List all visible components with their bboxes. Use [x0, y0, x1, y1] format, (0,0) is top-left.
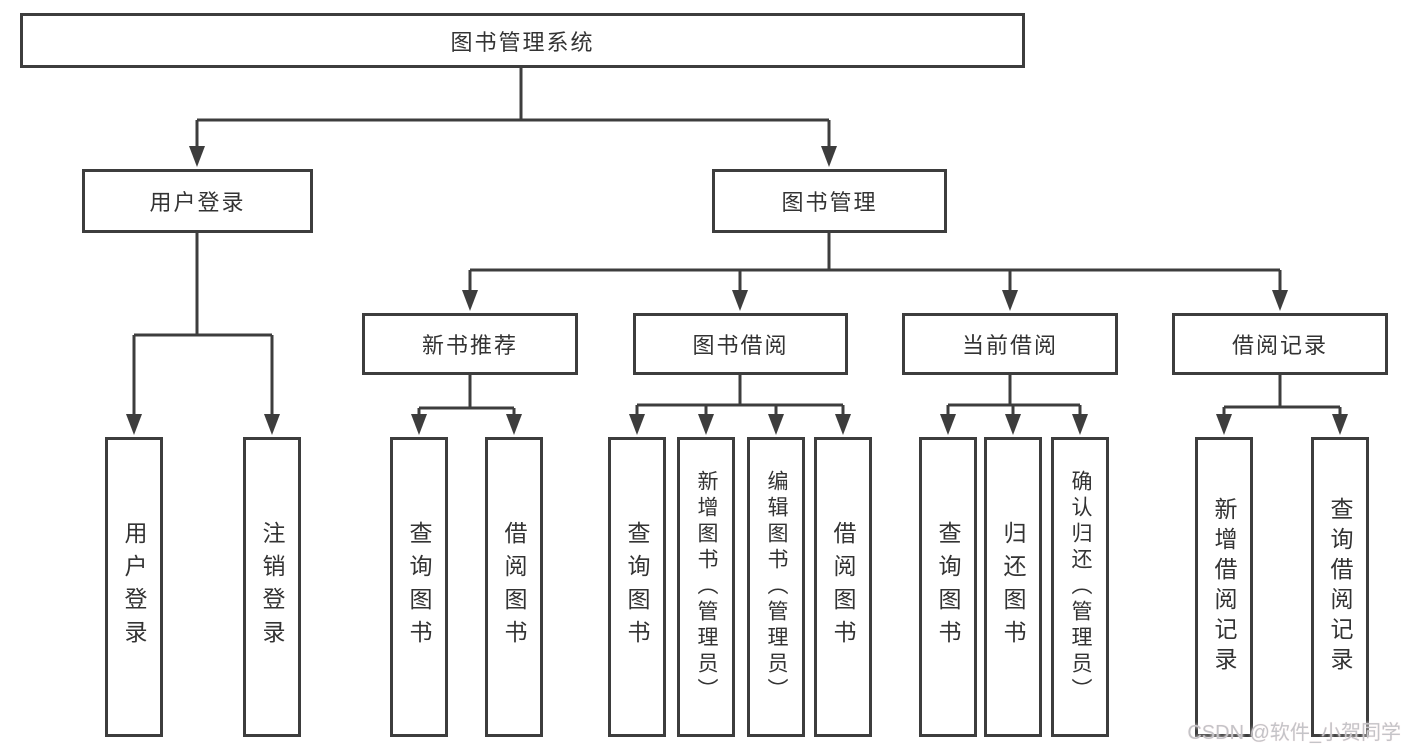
- leaf-borrow-books-recommend: 借阅图书: [485, 437, 543, 737]
- csdn-watermark: CSDN @软件_小贺同学: [1187, 722, 1401, 744]
- node-borrow-records: 借阅记录: [1172, 313, 1388, 375]
- leaf-add-borrow-record: 新增借阅记录: [1195, 437, 1253, 737]
- leaf-borrow-books-recommend-label: 借阅图书: [501, 521, 527, 653]
- leaf-add-book-admin: 新增图书（管理员）: [677, 437, 735, 737]
- leaf-confirm-return-admin-label: 确认归还（管理员）: [1069, 470, 1092, 704]
- leaf-logout-label: 注销登录: [259, 521, 285, 653]
- leaf-query-books-borrow: 查询图书: [608, 437, 666, 737]
- leaf-edit-book-admin: 编辑图书（管理员）: [747, 437, 805, 737]
- node-new-book-recommend-label: 新书推荐: [421, 333, 518, 358]
- node-library-system-label: 图书管理系统: [450, 29, 595, 55]
- node-current-borrow-label: 当前借阅: [961, 333, 1058, 358]
- node-book-management-label: 图书管理: [781, 190, 878, 215]
- node-user-login: 用户登录: [82, 169, 313, 233]
- leaf-return-book: 归还图书: [984, 437, 1042, 737]
- leaf-query-books-recommend-label: 查询图书: [406, 521, 432, 653]
- leaf-query-books-current-label: 查询图书: [935, 521, 961, 653]
- node-book-borrow-label: 图书借阅: [692, 333, 789, 358]
- leaf-query-books-recommend: 查询图书: [390, 437, 448, 737]
- leaf-return-book-label: 归还图书: [1000, 521, 1026, 653]
- leaf-query-borrow-record: 查询借阅记录: [1311, 437, 1369, 737]
- leaf-borrow-books: 借阅图书: [814, 437, 872, 737]
- arrowheads: [126, 146, 1348, 435]
- node-user-login-label: 用户登录: [149, 190, 246, 215]
- node-current-borrow: 当前借阅: [902, 313, 1118, 375]
- leaf-user-login: 用户登录: [105, 437, 163, 737]
- leaf-user-login-label: 用户登录: [121, 521, 147, 653]
- leaf-query-borrow-record-label: 查询借阅记录: [1327, 497, 1353, 677]
- leaf-query-books-current: 查询图书: [919, 437, 977, 737]
- node-book-borrow: 图书借阅: [633, 313, 848, 375]
- leaf-logout: 注销登录: [243, 437, 301, 737]
- node-book-management: 图书管理: [712, 169, 947, 233]
- leaf-add-book-admin-label: 新增图书（管理员）: [695, 470, 718, 704]
- leaf-confirm-return-admin: 确认归还（管理员）: [1051, 437, 1109, 737]
- leaf-edit-book-admin-label: 编辑图书（管理员）: [765, 470, 788, 704]
- leaf-query-books-borrow-label: 查询图书: [624, 521, 650, 653]
- leaf-borrow-books-label: 借阅图书: [830, 521, 856, 653]
- node-library-system: 图书管理系统: [20, 13, 1025, 68]
- node-borrow-records-label: 借阅记录: [1231, 333, 1328, 358]
- leaf-add-borrow-record-label: 新增借阅记录: [1211, 497, 1237, 677]
- node-new-book-recommend: 新书推荐: [362, 313, 578, 375]
